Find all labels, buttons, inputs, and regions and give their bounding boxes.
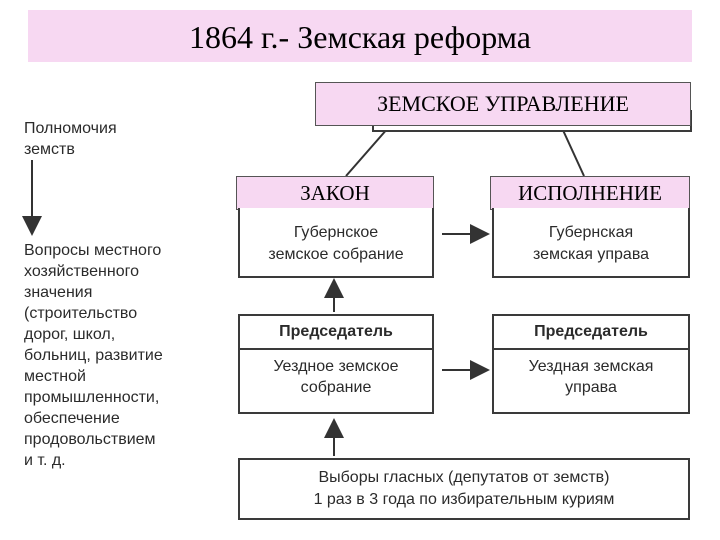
local-issues-text: Вопросы местного хозяйственного значения… — [24, 242, 163, 469]
provincial-assembly-box: Губернское земское собрание — [238, 208, 434, 278]
district-board-box: Председатель Уездная земская управа — [492, 314, 690, 414]
district-board-label: Уездная земская управа — [528, 358, 654, 396]
connector-line-law — [345, 127, 389, 177]
chairman-header-right: Председатель — [494, 316, 688, 350]
zemstvo-administration-box: ЗЕМСКОЕ УПРАВЛЕНИЕ — [315, 82, 691, 126]
district-assembly-box: Председатель Уездное земское собрание — [238, 314, 434, 414]
chairman-header-left: Председатель — [240, 316, 432, 350]
connector-line-exec — [561, 127, 585, 177]
page-title: 1864 г.- Земская реформа — [28, 10, 692, 62]
elections-box: Выборы гласных (депутатов от земств) 1 р… — [238, 458, 690, 520]
provincial-board-box: Губернская земская управа — [492, 208, 690, 278]
district-assembly-label: Уездное земское собрание — [273, 358, 399, 396]
law-label: ЗАКОН — [236, 176, 434, 210]
execution-label: ИСПОЛНЕНИЕ — [490, 176, 690, 210]
powers-label: Полномочия земств — [24, 120, 117, 158]
